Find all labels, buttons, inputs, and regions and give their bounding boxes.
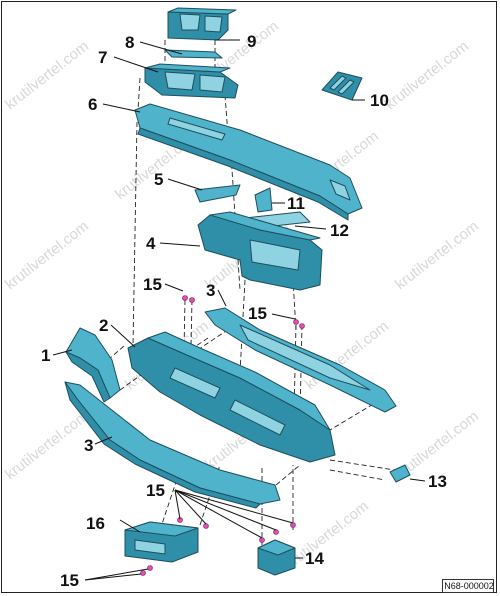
- part-14-mounting-bracket: [257, 539, 296, 576]
- part-3-right-side-panel: [204, 307, 397, 413]
- part-1-front-end-piece: [65, 327, 121, 403]
- part-2-console-frame: [127, 331, 336, 463]
- watermark: krutilvertel.com: [2, 38, 92, 113]
- part-5-clip: [194, 184, 241, 203]
- part-9-storage-tray: [167, 7, 237, 41]
- leader-lines: [52, 39, 426, 581]
- screw-marker: [273, 529, 279, 535]
- part-13-retaining-clip: [389, 464, 411, 483]
- callout-15: 15: [146, 481, 165, 500]
- callout-12: 12: [330, 221, 349, 240]
- part-10-air-vent: [321, 71, 363, 101]
- callout-3: 3: [84, 436, 93, 455]
- screw-marker: [189, 297, 195, 303]
- callout-13: 13: [428, 472, 447, 491]
- callout-1: 1: [41, 346, 50, 365]
- part-8-insert-mat: [164, 49, 223, 59]
- part-6-upper-trim-panel: [134, 103, 363, 221]
- part-7-cup-holder: [144, 63, 239, 99]
- callout-7: 7: [98, 48, 107, 67]
- callout-15: 15: [60, 571, 79, 590]
- part-4-console-carrier: [197, 211, 323, 291]
- part-16-mounting-bracket: [124, 521, 199, 563]
- callout-2: 2: [99, 316, 108, 335]
- reference-code-box: [442, 579, 494, 593]
- watermark: krutilvertel.com: [2, 408, 92, 483]
- screws-15: [140, 295, 305, 576]
- callout-6: 6: [88, 95, 97, 114]
- part-3-left-side-panel: [64, 381, 281, 509]
- screw-marker: [299, 323, 305, 329]
- callout-10: 10: [370, 91, 389, 110]
- screw-marker: [203, 523, 209, 529]
- reference-code: N68-000002: [444, 581, 494, 591]
- callout-5: 5: [154, 170, 163, 189]
- callout-14: 14: [305, 549, 324, 568]
- callout-16: 16: [86, 514, 105, 533]
- callout-4: 4: [146, 234, 156, 253]
- watermark: krutilvertel.com: [382, 38, 472, 113]
- callout-labels: 9 8 7 10 6 5 11 12 4 15 3 15 2 1 3 13 15…: [41, 32, 447, 590]
- watermark: krutilvertel.com: [2, 218, 92, 293]
- callout-3: 3: [206, 281, 215, 300]
- callout-8: 8: [125, 33, 134, 52]
- watermark: krutilvertel.com: [392, 218, 482, 293]
- screw-marker: [293, 319, 299, 325]
- callout-9: 9: [247, 32, 256, 51]
- callout-15: 15: [248, 304, 267, 323]
- callout-11: 11: [287, 194, 305, 213]
- part-11-bracket: [254, 187, 273, 213]
- screw-marker: [290, 522, 296, 528]
- screw-marker: [259, 537, 265, 543]
- screw-marker: [182, 295, 188, 301]
- screw-marker: [147, 565, 153, 571]
- screw-marker: [140, 570, 146, 576]
- callout-15: 15: [143, 275, 162, 294]
